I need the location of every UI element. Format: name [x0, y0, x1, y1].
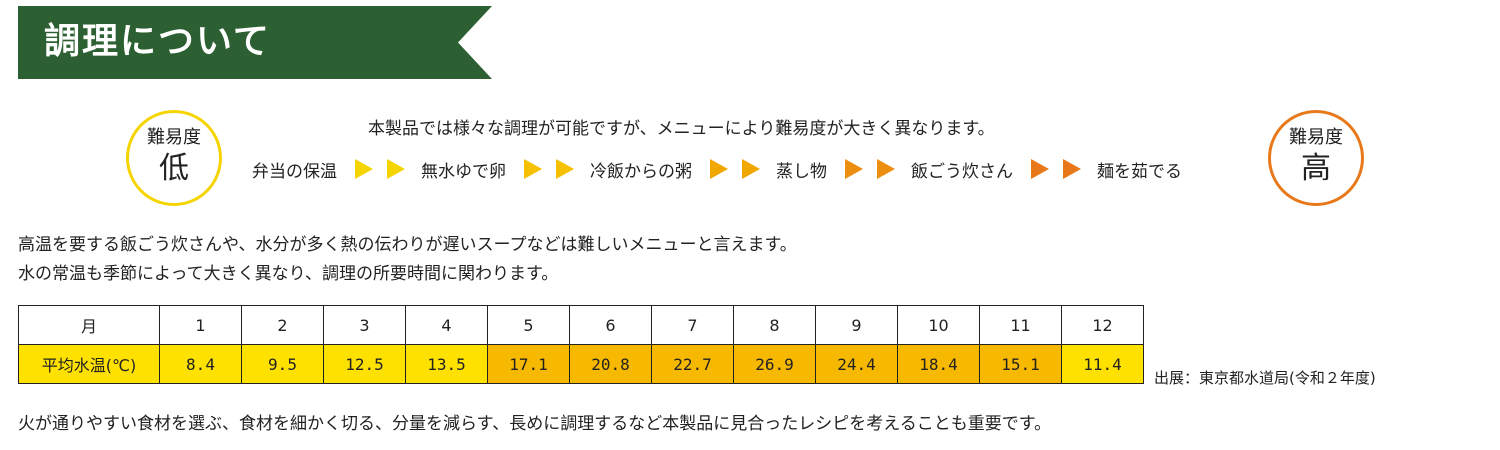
month-cell: 2: [241, 305, 324, 345]
month-cell: 8: [733, 305, 816, 345]
temperature-cell: 24.4: [815, 344, 898, 384]
month-cell: 11: [979, 305, 1062, 345]
temperature-cell: 8.4: [159, 344, 242, 384]
flow-arrows: [1031, 159, 1081, 179]
arrow-right-icon: [877, 159, 895, 179]
flow-arrows: [355, 159, 405, 179]
flow-arrows: [845, 159, 895, 179]
table-data-row: 平均水温(℃) 8.4 9.5 12.5 13.5 17.1 20.8 22.7…: [18, 344, 1144, 384]
arrow-right-icon: [710, 159, 728, 179]
month-cell: 5: [487, 305, 570, 345]
temperature-cell: 17.1: [487, 344, 570, 384]
difficulty-high-label: 難易度: [1289, 127, 1343, 148]
water-temperature-table: 月 1 2 3 4 5 6 7 8 9 10 11 12 平均水温(℃) 8.4…: [18, 305, 1144, 384]
month-cell: 7: [651, 305, 734, 345]
temperature-cell: 22.7: [651, 344, 734, 384]
month-cell: 6: [569, 305, 652, 345]
intro-text: 本製品では様々な調理が可能ですが、メニューにより難易度が大きく異なります。: [368, 119, 995, 139]
flow-step: 冷飯からの粥: [590, 161, 692, 182]
flow-step: 弁当の保温: [252, 161, 337, 182]
difficulty-high-badge: 難易度 高: [1268, 110, 1364, 206]
arrow-right-icon: [845, 159, 863, 179]
section-header-banner: 調理について: [18, 6, 492, 79]
difficulty-low-label: 難易度: [147, 127, 201, 148]
difficulty-low-badge: 難易度 低: [126, 110, 222, 206]
description-line-2: 水の常温も季節によって大きく異なり、調理の所要時間に関わります。: [18, 264, 559, 284]
difficulty-low-value: 低: [159, 151, 189, 186]
arrow-right-icon: [1063, 159, 1081, 179]
difficulty-high-value: 高: [1301, 151, 1331, 186]
temperature-cell: 15.1: [979, 344, 1062, 384]
table-header-row: 月 1 2 3 4 5 6 7 8 9 10 11 12: [18, 305, 1144, 345]
temperature-cell: 13.5: [405, 344, 488, 384]
table-row-label: 平均水温(℃): [18, 344, 160, 384]
temperature-cell: 18.4: [897, 344, 980, 384]
arrow-right-icon: [1031, 159, 1049, 179]
flow-step: 無水ゆで卵: [421, 161, 506, 182]
temperature-cell: 11.4: [1061, 344, 1144, 384]
arrow-right-icon: [742, 159, 760, 179]
temperature-cell: 20.8: [569, 344, 652, 384]
flow-arrows: [524, 159, 574, 179]
month-cell: 4: [405, 305, 488, 345]
flow-arrows: [710, 159, 760, 179]
temperature-cell: 9.5: [241, 344, 324, 384]
temperature-cell: 26.9: [733, 344, 816, 384]
arrow-right-icon: [387, 159, 405, 179]
month-cell: 10: [897, 305, 980, 345]
difficulty-flow: 弁当の保温 無水ゆで卵 冷飯からの粥 蒸し物 飯ごう炊さん 麺を茹でる: [252, 154, 1182, 184]
arrow-right-icon: [355, 159, 373, 179]
month-cell: 3: [323, 305, 406, 345]
temperature-cell: 12.5: [323, 344, 406, 384]
section-title: 調理について: [44, 21, 271, 62]
description-line-1: 高温を要する飯ごう炊さんや、水分が多く熱の伝わりが遅いスープなどは難しいメニュー…: [18, 235, 797, 255]
arrow-right-icon: [556, 159, 574, 179]
description-line-3: 火が通りやすい食材を選ぶ、食材を細かく切る、分量を減らす、長めに調理するなど本製…: [18, 414, 1052, 434]
arrow-right-icon: [524, 159, 542, 179]
month-cell: 12: [1061, 305, 1144, 345]
flow-step: 飯ごう炊さん: [911, 161, 1013, 182]
table-header-label: 月: [18, 305, 160, 345]
table-source-note: 出展：東京都水道局(令和２年度): [1154, 369, 1376, 387]
flow-step: 麺を茹でる: [1097, 161, 1182, 182]
header-banner-shape: [18, 6, 492, 79]
month-cell: 9: [815, 305, 898, 345]
month-cell: 1: [159, 305, 242, 345]
flow-step: 蒸し物: [776, 161, 827, 182]
